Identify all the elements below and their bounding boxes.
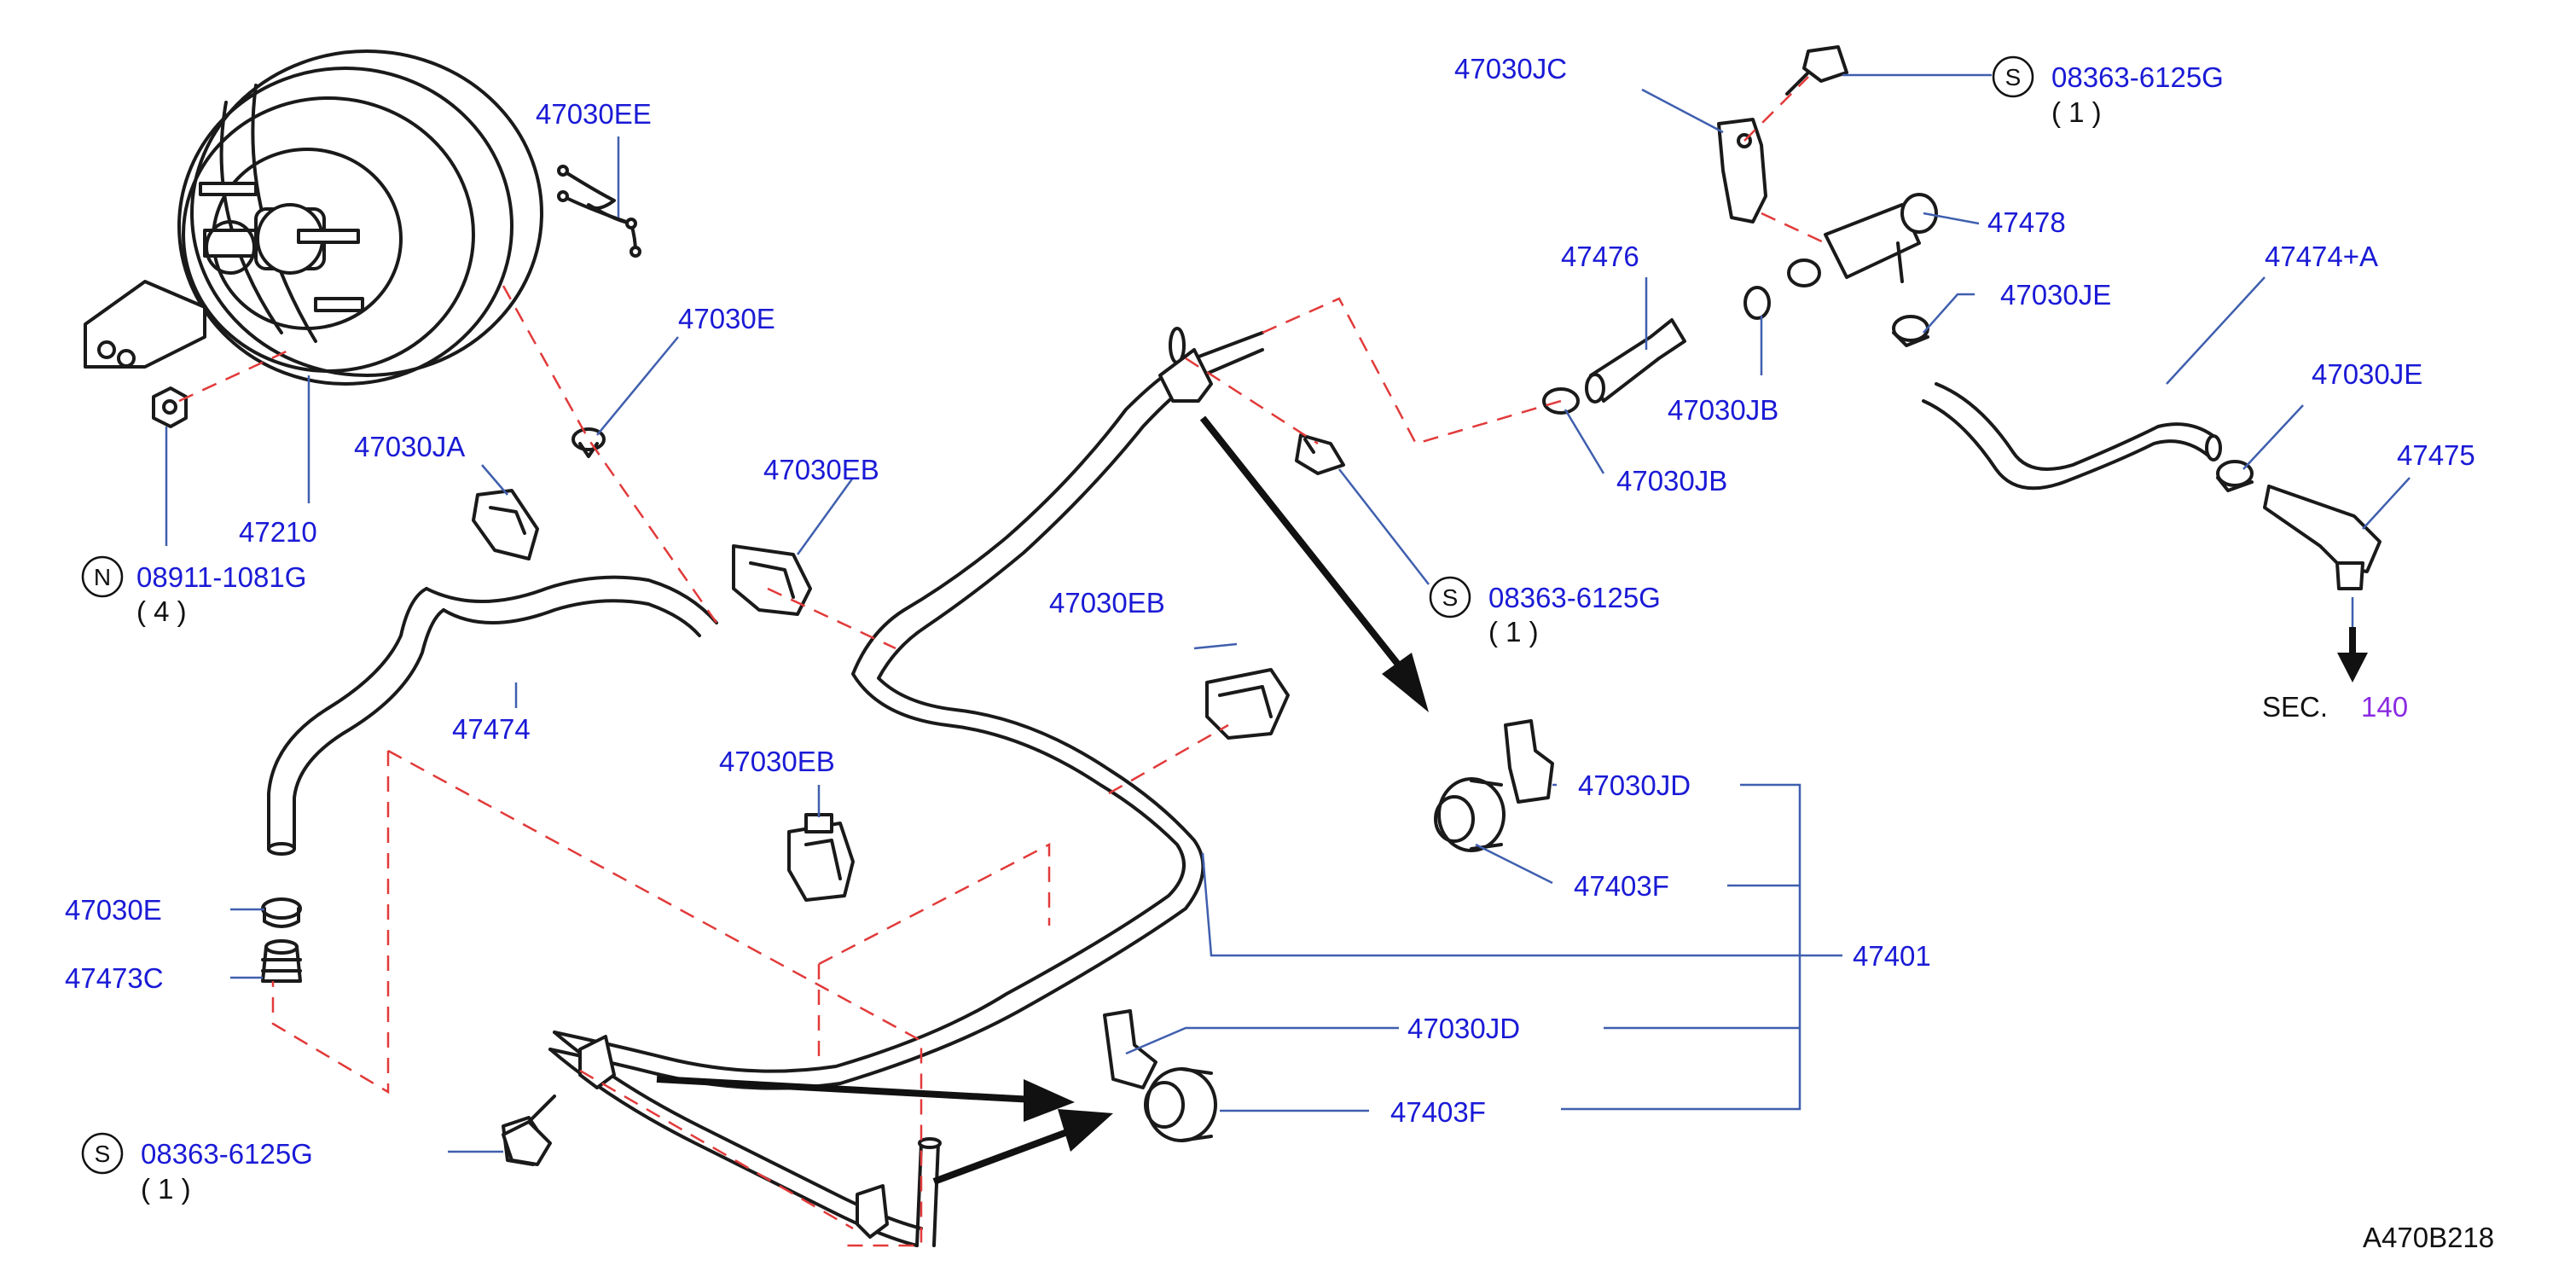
label-08363-6125G-bottom-left: 08363-6125G (141, 1138, 313, 1170)
section-reference-label: SEC. (2262, 691, 2328, 723)
callout-s-bottom-left: S (81, 1132, 124, 1175)
leader-lines (165, 73, 2411, 1153)
label-47030JB-2: 47030JB (1616, 465, 1727, 497)
clamp-47030JB-1-drawing (1743, 286, 1771, 320)
label-08363-6125G-middle: 08363-6125G (1488, 582, 1661, 613)
label-47475: 47475 (2397, 439, 2475, 471)
label-47030JD-1: 47030JD (1578, 769, 1691, 801)
label-47210: 47210 (239, 516, 317, 548)
label-47030JE-2: 47030JE (2312, 358, 2422, 390)
clip-47030EE-drawing (557, 165, 641, 258)
callout-s-middle: S (1429, 576, 1471, 618)
clamp-47030JE-2-drawing (2216, 460, 2254, 492)
label-47403F-1: 47403F (1574, 870, 1669, 902)
label-47478: 47478 (1987, 206, 2066, 238)
brake-booster-drawing (84, 49, 543, 386)
svg-text:S: S (1442, 584, 1459, 611)
quantity-4: ( 4 ) (136, 595, 187, 627)
label-47403F-2: 47403F (1390, 1096, 1486, 1128)
clamp-47030JB-2-drawing (1542, 387, 1580, 415)
label-47474: 47474 (452, 713, 531, 745)
bolt-08363-mid-drawing (1295, 433, 1345, 475)
label-47030EB-3: 47030EB (719, 746, 835, 777)
quantity-1-bottom-left: ( 1 ) (141, 1173, 191, 1205)
label-47030EB-1: 47030EB (763, 454, 879, 485)
svg-text:S: S (95, 1141, 111, 1167)
hose-47474A-drawing (1922, 382, 2222, 491)
label-47030EB-2: 47030EB (1049, 587, 1165, 618)
clip-47030JD-1-drawing (1504, 719, 1554, 804)
label-08911-1081G: 08911-1081G (136, 561, 306, 593)
label-47030JA: 47030JA (354, 431, 465, 462)
clip-47030JA-drawing (472, 489, 539, 560)
clamp-47030E-left-drawing (261, 897, 302, 928)
label-47476: 47476 (1561, 241, 1639, 272)
hose-47474-drawing (267, 575, 718, 856)
quantity-1-top-right: ( 1 ) (2051, 96, 2102, 128)
clip-47030JD-2-drawing (1103, 1009, 1157, 1089)
clip-47030EB-1-drawing (732, 544, 812, 616)
label-47030JB-1: 47030JB (1668, 394, 1778, 426)
label-47030JC: 47030JC (1454, 53, 1567, 84)
label-47030JE-1: 47030JE (2000, 279, 2111, 311)
bolt-08363-bl-drawing (502, 1095, 556, 1166)
section-reference-number: 140 (2361, 691, 2408, 723)
label-47473C: 47473C (65, 962, 164, 994)
label-47474A: 47474+A (2265, 241, 2378, 272)
label-47030E-top: 47030E (678, 303, 775, 334)
label-47030JD-2: 47030JD (1407, 1013, 1520, 1044)
grommet-47403F-2-drawing (1144, 1067, 1217, 1142)
bracket-47030JC-drawing (1717, 118, 1767, 224)
nut-08911-drawing (152, 386, 188, 428)
bolt-08363-tr-drawing (1785, 45, 1848, 96)
grommet-47403F-1-drawing (1434, 777, 1506, 852)
label-47030E-left: 47030E (65, 894, 162, 926)
clip-47030EB-2-drawing (1205, 668, 1290, 740)
direction-arrows (656, 415, 2368, 1185)
svg-text:S: S (2005, 64, 2022, 90)
label-08363-6125G-top-right: 08363-6125G (2051, 61, 2224, 93)
callout-s-top-right: S (1992, 55, 2034, 98)
clamp-47030E-top-drawing (571, 427, 606, 458)
clamp-47030JE-1-drawing (1892, 315, 1929, 347)
diagram-code: A470B218 (2363, 1222, 2494, 1253)
connector-47473C-drawing (261, 939, 302, 983)
quantity-1-middle: ( 1 ) (1488, 616, 1539, 648)
dashed-reference-lines (178, 76, 1826, 1247)
hose-47476-drawing (1585, 318, 1686, 404)
callout-n: N (81, 555, 124, 598)
fitting-47475-drawing (2263, 485, 2382, 590)
valve-47478-drawing (1787, 193, 1938, 287)
svg-text:N: N (94, 564, 111, 590)
label-47401: 47401 (1853, 940, 1931, 972)
label-47030EE: 47030EE (536, 98, 652, 130)
clip-47030EB-3-drawing (787, 813, 855, 902)
